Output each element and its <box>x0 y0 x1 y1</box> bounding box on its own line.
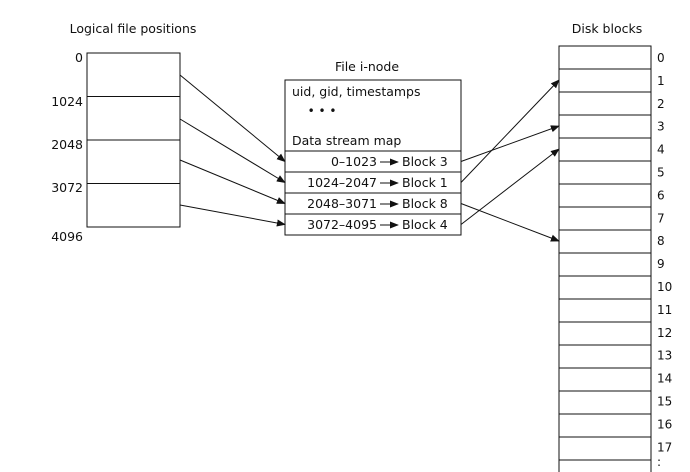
disk-block-cell <box>558 252 652 277</box>
disk-blocks-title: Disk blocks <box>572 21 643 36</box>
inode-to-disk-arrow <box>460 203 560 242</box>
logical-offset-label: 0 <box>75 50 83 65</box>
inode-attributes: uid, gid, timestamps <box>292 84 421 99</box>
disk-block-number: 0 <box>657 51 665 65</box>
logical-to-inode-arrow <box>179 118 286 183</box>
logical-to-inode-arrow <box>179 159 286 204</box>
disk-block-cell <box>558 114 652 139</box>
disk-block-number: 5 <box>657 166 665 180</box>
disk-continuation-mark: : <box>657 455 661 469</box>
disk-block-number: 4 <box>657 143 665 157</box>
disk-block-cell <box>558 275 652 300</box>
data-stream-map-label: Data stream map <box>292 133 401 148</box>
logical-to-inode-arrow <box>179 74 286 163</box>
disk-block-cell <box>558 206 652 231</box>
map-entry-range: 0–1023 <box>331 154 377 169</box>
disk-block-cell <box>558 160 652 185</box>
logical-segment <box>86 183 181 228</box>
map-entry-range: 1024–2047 <box>307 175 377 190</box>
mapping-arrows <box>179 74 560 242</box>
logical-offset-label: 1024 <box>51 94 83 109</box>
disk-block-number: 6 <box>657 188 665 202</box>
map-entry-range: 2048–3071 <box>307 196 377 211</box>
disk-block-number: 8 <box>657 234 665 248</box>
map-entry: 0–1023 Block 3 <box>285 150 461 169</box>
map-entry: 2048–3071 Block 8 <box>285 192 461 211</box>
disk-block-cell <box>558 436 652 461</box>
disk-block-number: 16 <box>657 417 672 431</box>
disk-block-number: 15 <box>657 395 672 409</box>
logical-segment <box>86 139 181 184</box>
map-entry-block: Block 8 <box>402 196 448 211</box>
disk-block-cell <box>558 367 652 392</box>
inode-to-disk-arrow <box>460 125 560 162</box>
disk-block-cell <box>558 68 652 93</box>
inode-to-disk-arrow <box>460 148 560 225</box>
inode-ellipsis: • • • <box>308 104 337 118</box>
disk-block-cell <box>558 298 652 323</box>
disk-block-cells <box>558 45 652 472</box>
inode-box <box>284 79 462 236</box>
logical-offset-label: 2048 <box>51 137 83 152</box>
logical-offset-labels: 0 1024 2048 3072 4096 <box>51 50 83 244</box>
disk-block-cell <box>558 91 652 116</box>
map-entry-range: 3072–4095 <box>307 217 377 232</box>
map-entry: 1024–2047 Block 1 <box>285 171 461 190</box>
disk-block-number: 1 <box>657 74 665 88</box>
logical-to-inode-arrow <box>179 204 286 227</box>
logical-segments <box>86 52 181 228</box>
inode-to-disk-arrow <box>460 79 560 183</box>
disk-block-cell <box>558 390 652 415</box>
logical-offset-label: 3072 <box>51 180 83 195</box>
disk-block-number: 7 <box>657 211 665 225</box>
disk-block-cell <box>558 45 652 70</box>
disk-block-cell <box>558 183 652 208</box>
map-entry-block: Block 1 <box>402 175 448 190</box>
logical-segment <box>86 52 181 97</box>
logical-positions-title: Logical file positions <box>70 21 197 36</box>
disk-block-number: 11 <box>657 303 672 317</box>
disk-block-number: 3 <box>657 120 665 134</box>
logical-segment <box>86 96 181 141</box>
disk-block-cell <box>558 137 652 162</box>
logical-file-column: Logical file positions 0 1024 2048 3072 4096 <box>51 21 196 244</box>
disk-block-number: 12 <box>657 326 672 340</box>
map-entry-block: Block 4 <box>402 217 448 232</box>
logical-offset-label: 4096 <box>51 229 83 244</box>
disk-block-cell <box>558 413 652 438</box>
map-entry-block: Block 3 <box>402 154 448 169</box>
map-entry: 3072–4095 Block 4 <box>285 213 461 232</box>
disk-block-number: 17 <box>657 440 672 454</box>
disk-block-number: 9 <box>657 257 665 271</box>
inode-title: File i-node <box>335 59 399 74</box>
disk-block-number: 14 <box>657 372 672 386</box>
disk-block-number: 2 <box>657 97 665 111</box>
disk-block-cell <box>558 459 652 472</box>
disk-block-cell <box>558 229 652 254</box>
disk-block-cell <box>558 344 652 369</box>
disk-block-cell <box>558 321 652 346</box>
disk-block-number: 13 <box>657 349 672 363</box>
disk-block-number: 10 <box>657 280 672 294</box>
inode-column: File i-node uid, gid, timestamps • • • D… <box>284 59 462 236</box>
